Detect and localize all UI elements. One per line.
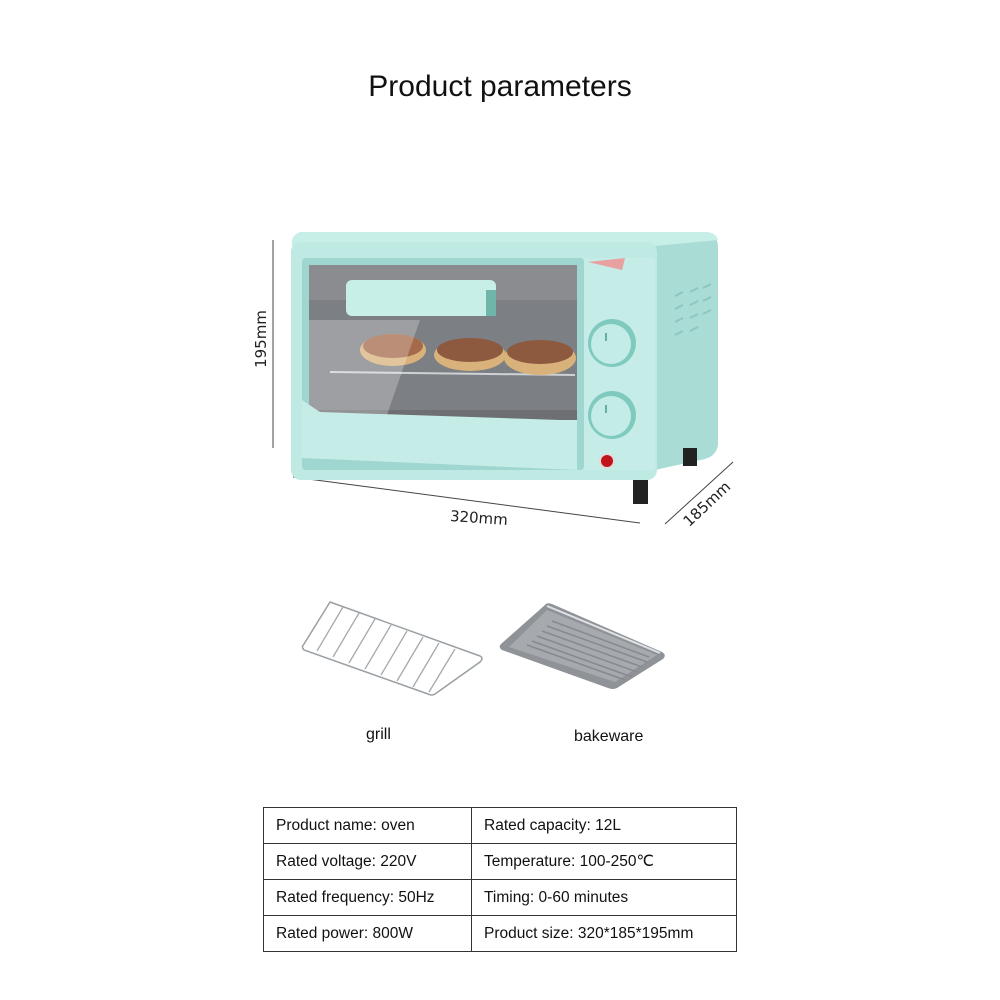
spec-cell: Rated power: 800W (263, 915, 472, 952)
accessory-caption-bakeware: bakeware (574, 728, 644, 745)
table-row: Rated voltage: 220V Temperature: 100-250… (263, 843, 737, 880)
spec-cell: Timing: 0-60 minutes (471, 879, 737, 916)
spec-table: Product name: oven Rated capacity: 12L R… (263, 807, 737, 952)
wire-rack-icon (301, 601, 483, 696)
oven-illustration (272, 232, 734, 525)
height-dimension-label: 195mm (251, 310, 270, 368)
spec-cell: Product size: 320*185*195mm (471, 915, 737, 952)
spec-cell: Rated frequency: 50Hz (263, 879, 472, 916)
spec-cell: Rated capacity: 12L (471, 807, 737, 844)
page-title: Product parameters (368, 70, 632, 103)
spec-cell: Rated voltage: 220V (263, 843, 472, 880)
table-row: Product name: oven Rated capacity: 12L (263, 807, 737, 844)
spec-cell: Product name: oven (263, 807, 472, 844)
table-row: Rated frequency: 50Hz Timing: 0-60 minut… (263, 879, 737, 916)
spec-cell: Temperature: 100-250℃ (471, 843, 737, 880)
baking-tray-icon (499, 603, 665, 689)
accessory-caption-grill: grill (366, 726, 391, 743)
table-row: Rated power: 800W Product size: 320*185*… (263, 915, 737, 952)
